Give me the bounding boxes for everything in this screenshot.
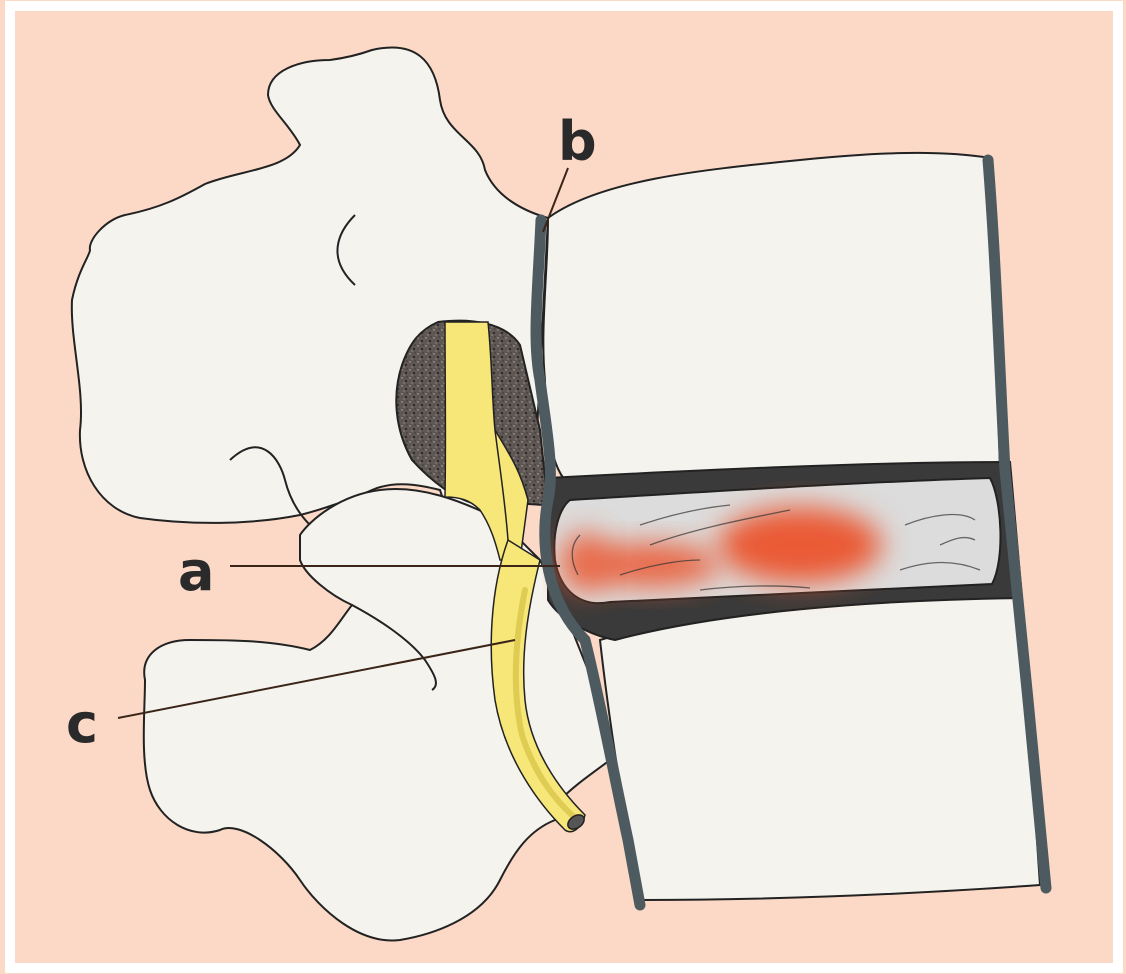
label-b: b: [558, 110, 597, 173]
vertebral-body-lower: [600, 590, 1040, 900]
herniation-protrusion: [559, 532, 611, 592]
vertebral-body-upper: [543, 153, 1000, 485]
herniation-core: [718, 507, 882, 583]
label-a: a: [178, 540, 214, 603]
label-c: c: [66, 692, 98, 755]
